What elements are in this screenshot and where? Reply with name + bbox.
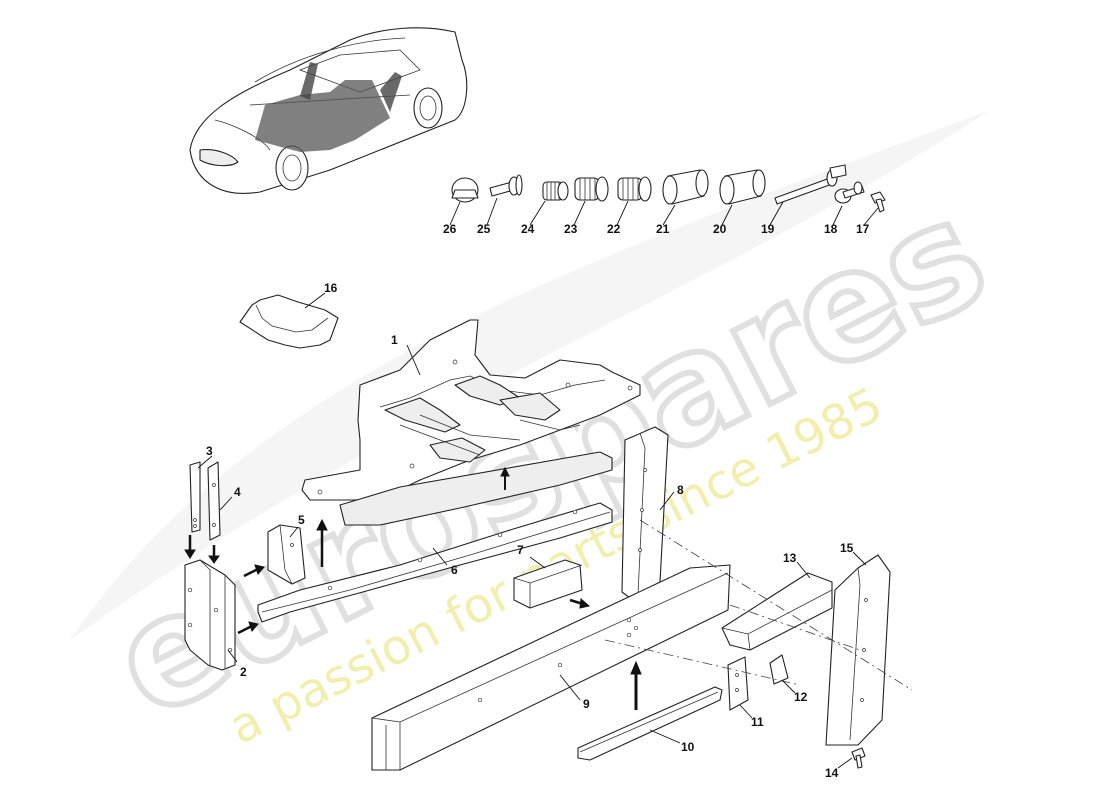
callout-21: 21 — [656, 222, 670, 236]
callout-7: 7 — [517, 543, 524, 557]
bolt-19 — [774, 164, 847, 205]
callout-6: 6 — [451, 563, 458, 577]
block-7 — [513, 559, 583, 609]
insert-24 — [542, 181, 569, 201]
callout-15: 15 — [840, 541, 854, 555]
beam-13 — [721, 572, 833, 651]
callout-26: 26 — [443, 222, 457, 236]
pillar-15 — [825, 554, 891, 746]
floor-pan-1 — [301, 319, 641, 501]
bracket-5 — [267, 524, 306, 585]
callout-24: 24 — [521, 222, 535, 236]
callout-25: 25 — [477, 222, 491, 236]
bracket-2 — [184, 559, 236, 671]
callout-18: 18 — [824, 222, 838, 236]
insert-22 — [617, 176, 652, 202]
post-8 — [621, 426, 669, 599]
watermark-swoosh — [70, 110, 990, 640]
arrow-right-6 — [237, 624, 253, 635]
callout-9: 9 — [583, 697, 590, 711]
plate-12 — [769, 654, 789, 685]
bush-21 — [662, 169, 709, 205]
screw-17 — [870, 191, 886, 213]
leader-lines — [197, 197, 879, 769]
strip-4 — [207, 461, 221, 541]
callout-14: 14 — [825, 766, 839, 780]
callout-22: 22 — [607, 222, 621, 236]
main-rail-9 — [371, 564, 731, 771]
hardware-row — [451, 164, 886, 213]
callout-16: 16 — [324, 281, 338, 295]
sill-rail-6 — [257, 451, 613, 623]
strip-3 — [189, 461, 201, 533]
direction-arrows — [184, 466, 642, 710]
callout-19: 19 — [761, 222, 775, 236]
callout-23: 23 — [564, 222, 578, 236]
callout-8: 8 — [677, 483, 684, 497]
rivet-25 — [489, 174, 523, 197]
callout-3: 3 — [206, 444, 213, 458]
callout-labels: 1 2 3 4 5 6 7 8 9 10 11 12 13 14 15 16 1… — [206, 222, 870, 780]
bolt-14 — [851, 747, 866, 769]
bush-20 — [719, 169, 766, 205]
callout-13: 13 — [783, 551, 797, 565]
callout-20: 20 — [713, 222, 727, 236]
plate-11 — [727, 656, 749, 711]
callout-17: 17 — [856, 222, 870, 236]
callout-5: 5 — [298, 513, 305, 527]
insert-23 — [574, 176, 609, 202]
pad-16 — [239, 294, 339, 349]
callout-12: 12 — [794, 690, 808, 704]
callout-1: 1 — [391, 333, 398, 347]
channel-10 — [577, 686, 723, 761]
callout-4: 4 — [234, 485, 241, 499]
callout-11: 11 — [751, 715, 764, 729]
assembly-guides — [604, 519, 913, 691]
arrow-right-5 — [243, 567, 259, 578]
callout-10: 10 — [681, 740, 695, 754]
bolt-18 — [834, 181, 865, 204]
car-thumbnail — [189, 27, 468, 194]
callout-2: 2 — [240, 665, 247, 679]
plug-26 — [451, 177, 479, 203]
